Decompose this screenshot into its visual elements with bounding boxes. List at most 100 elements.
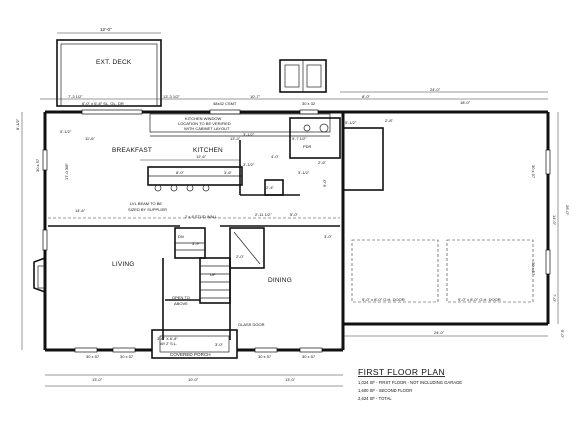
top-dimensions: 7'-3 1/2" 13'-3 1/2" 10'-7" 8'-0" 24'-0"… — [40, 87, 548, 106]
bottom-dimensions: 13'-0" 10'-0" 13'-0" — [45, 374, 343, 387]
breakfast-label: BREAKFAST — [112, 147, 152, 154]
dim-right-26: 26'-0" — [565, 205, 570, 216]
left-dimensions: 8'-1/2" — [15, 112, 23, 350]
toilet-icon — [319, 123, 329, 133]
note-lvl-beam-2: SIZED BY SUPPLIER — [128, 207, 167, 212]
dim-2-8: 2'-8" — [385, 118, 394, 123]
note-kitchen-window-3: WITH CABINET LAYOUT — [184, 126, 230, 131]
note-stud-wall: 2 x 8 STUD WALL — [185, 214, 218, 219]
porch-outline — [151, 329, 238, 359]
dim-3-half-a: 3'-1/2" — [243, 162, 255, 167]
open-to-above-2: ABOVE — [174, 301, 188, 306]
dim-9-0: 9'-0" — [322, 178, 327, 187]
window-30x57-right-b: 30 x 57 — [531, 262, 536, 276]
dim-porch-3-0: 3'-0" — [215, 342, 224, 347]
deck-rail — [60, 43, 158, 107]
dim-11-6: 11'-6" — [85, 136, 95, 141]
open-to-above-1: OPEN TO — [172, 295, 190, 300]
window-30x57-b: 30 x 57 — [120, 354, 134, 359]
kitchen-label: KITCHEN — [193, 147, 223, 154]
kitchen-area: KITCHEN WINDOW LOCATION TO BE VERIFIED W… — [60, 113, 331, 196]
dim-5-half-a: 5'-1/2" — [60, 129, 72, 134]
window-30x57-right-a: 30 x 57 — [531, 165, 536, 179]
window-30x57-d: 30 x 57 — [302, 354, 316, 359]
dim-right-7: 7'-0" — [552, 294, 557, 303]
coat-closet: 2'-0" — [229, 227, 265, 269]
dim-kitchen-13-4: 13'-4" — [230, 136, 241, 141]
dim-14-6: 14'-6" — [75, 208, 86, 213]
stair-dn-label: DN — [178, 234, 184, 239]
window-30x32-top: 30 x 32 — [302, 101, 316, 106]
garage-bay-right — [446, 239, 534, 303]
window-30x57-a: 30 x 57 — [86, 354, 100, 359]
porch-label: COVERED PORCH — [170, 352, 211, 357]
dim-bottom-13-b: 13'-0" — [285, 377, 296, 382]
dim-top-24: 24'-0" — [430, 87, 441, 92]
note-csmt: 48x42 CSMT — [213, 101, 237, 106]
pantry — [264, 179, 284, 196]
dim-9-7: 9'-7 1/2" — [292, 136, 307, 141]
garage-bay-left — [351, 239, 439, 303]
dim-right-5: 5'-0" — [560, 330, 565, 339]
deck-width-dim: 12'-0" — [100, 27, 112, 32]
dim-bottom-10: 10'-0" — [188, 377, 199, 382]
note-lvl-beam-1: LVL BEAM TO BE — [130, 201, 162, 206]
window-30x57-left: 30 x 57 — [35, 158, 40, 172]
garage-door-left-label: 9'-0" x 8'-0" O.H. DOOR — [362, 297, 405, 302]
dim-17-0: 17'-0 3/8" — [64, 163, 69, 180]
covered-porch: 3'-0" X 6'-8" W/ 2' S.L. COVERED PORCH 3… — [151, 329, 238, 359]
dim-2-11: 2'-11 1/2" — [255, 212, 272, 217]
dim-top-18: 18'-0" — [460, 100, 471, 105]
dim-4-0: 4'-0" — [271, 154, 280, 159]
dim-island-8: 8'-0" — [176, 170, 185, 175]
upper-window-unit — [279, 59, 327, 93]
ext-deck: 12'-0" EXT. DECK — [56, 27, 162, 107]
dim-deck-left: 7'-3 1/2" — [68, 94, 83, 99]
porch-door-note-1: 3'-0" X 6'-8" — [157, 336, 178, 341]
dim-3-6: 3'-6" — [224, 170, 233, 175]
garage: 9'-0" x 8'-0" O.H. DOOR 9'-0" x 8'-0" O.… — [343, 112, 570, 339]
dim-5-0: 5'-0" — [290, 212, 299, 217]
dim-3-half-b: 3'-1/2" — [243, 132, 255, 137]
stool-2 — [170, 184, 178, 192]
plan-title: FIRST FLOOR PLAN — [358, 367, 445, 377]
dim-3-half-c: 3'-1/2" — [298, 170, 310, 175]
dim-right-14: 14'-0" — [552, 215, 557, 226]
wall-windows — [42, 109, 551, 353]
dim-2-4: 2'-4" — [266, 185, 275, 190]
dim-bottom-24: 24'-0" — [434, 330, 445, 335]
garage-door-right-label: 9'-0" x 8'-0" O.H. DOOR — [458, 297, 501, 302]
dining-label: DINING — [268, 277, 292, 284]
plan-note-2: 1,600 SF - SECOND FLOOR — [358, 388, 412, 393]
dim-top-10-7: 10'-7" — [250, 94, 261, 99]
stair-up-label: UP — [210, 272, 216, 277]
porch-door-note-2: W/ 2' S.L. — [160, 341, 177, 346]
dim-kitchen-12-6: 12'-6" — [196, 154, 207, 159]
dim-2-0: 2'-0" — [236, 254, 245, 259]
stair-run — [199, 257, 231, 304]
pdr-label: PDR — [303, 144, 312, 149]
note-kitchen-window-1: KITCHEN WINDOW — [185, 116, 221, 121]
plan-note-3: 2,624 SF - TOTAL — [358, 396, 392, 401]
dim-stair-3-9: 3'-9" — [192, 241, 201, 246]
note-glass-door: GLASS DOOR — [238, 322, 265, 327]
powder-room: 9'-7 1/2" PDR 2'-6" 3'-1/2" — [289, 117, 341, 175]
dim-deck-right: 13'-3 1/2" — [163, 94, 180, 99]
garage-stoop — [342, 127, 384, 191]
dim-2-6: 2'-6" — [318, 160, 327, 165]
stair-block: DN UP 3'-9" — [162, 227, 231, 340]
dim-left-8-half: 8'-1/2" — [15, 118, 20, 130]
living-label: LIVING — [112, 261, 135, 268]
powder-room-walls — [289, 117, 341, 159]
note-kitchen-window-2: LOCATION TO BE VERIFIED — [178, 121, 231, 126]
dim-3-0: 3'-0" — [324, 234, 333, 239]
stool-4 — [202, 184, 210, 192]
fireplace — [33, 257, 46, 293]
dim-top-8: 8'-0" — [362, 94, 371, 99]
dim-5-half-b: 5'-1/2" — [345, 120, 357, 125]
plan-note-1: 1,024 SF - FIRST FLOOR - NOT INCLUDING G… — [358, 380, 462, 385]
deck-label: EXT. DECK — [96, 59, 132, 66]
stool-1 — [154, 184, 162, 192]
kitchen-upper-counter — [149, 113, 331, 133]
